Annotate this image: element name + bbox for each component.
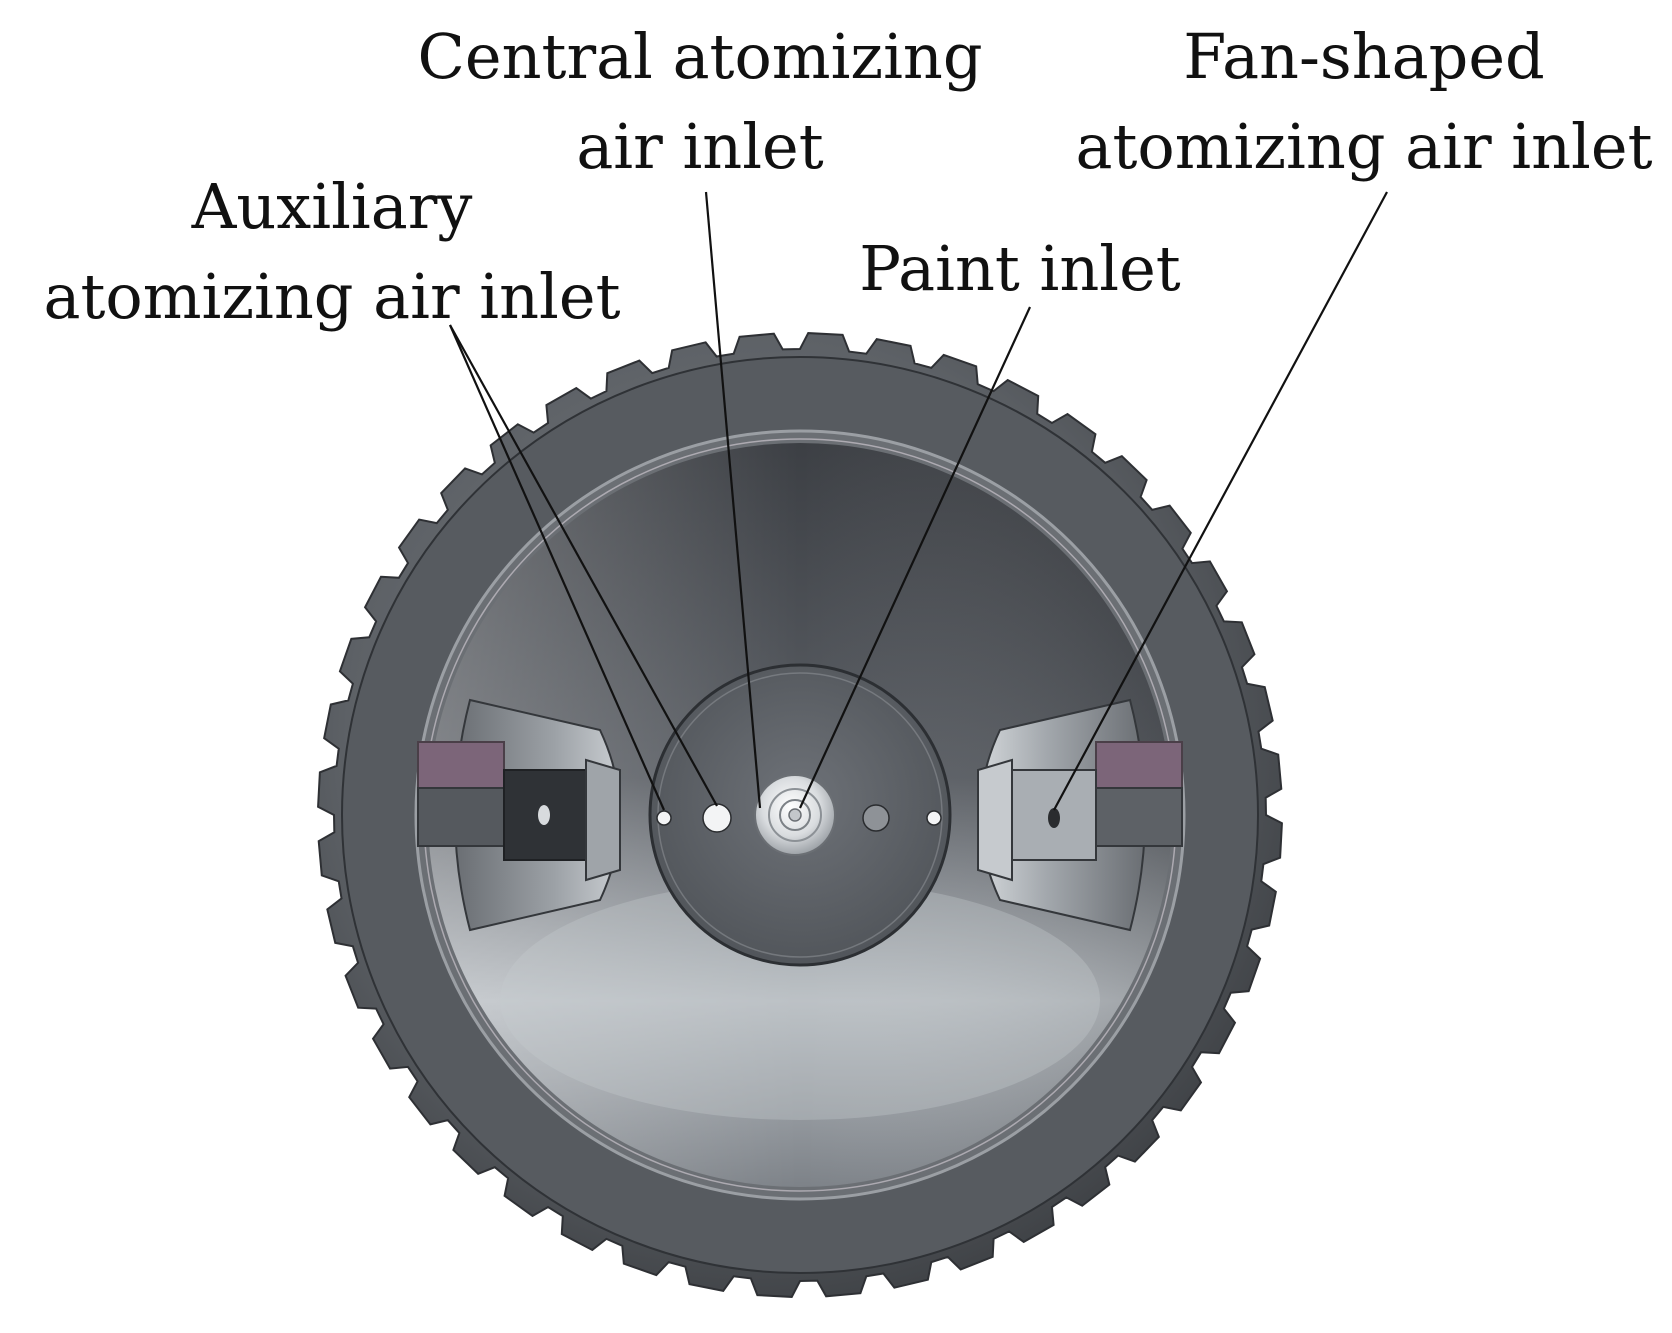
right-horn <box>977 698 1183 932</box>
label-auxiliary-line1: Auxiliary <box>191 170 473 243</box>
label-paint: Paint inlet <box>859 232 1181 305</box>
left-horn <box>417 698 621 932</box>
label-fan-line1: Fan-shaped <box>1183 20 1544 93</box>
label-fan-line2: atomizing air inlet <box>1076 110 1653 183</box>
leader-fan <box>1053 191 1388 811</box>
leader-central <box>704 191 762 809</box>
leader-lines <box>448 191 1388 811</box>
auxiliary-orifice-left <box>656 810 672 826</box>
auxiliary-orifice-right <box>926 810 942 826</box>
central-air-orifice <box>702 803 732 833</box>
nozzle-body <box>317 332 1283 1298</box>
central-air-orifice-right <box>862 804 890 832</box>
label-central-line1: Central atomizing <box>417 20 982 93</box>
label-auxiliary-line2: atomizing air inlet <box>44 260 621 333</box>
leader-auxiliary-a <box>448 324 666 811</box>
leader-auxiliary-b <box>449 324 718 807</box>
label-central-line2: air inlet <box>576 110 823 183</box>
labels: Central atomizing air inlet Fan-shaped a… <box>44 20 1653 333</box>
leader-paint <box>799 306 1031 809</box>
